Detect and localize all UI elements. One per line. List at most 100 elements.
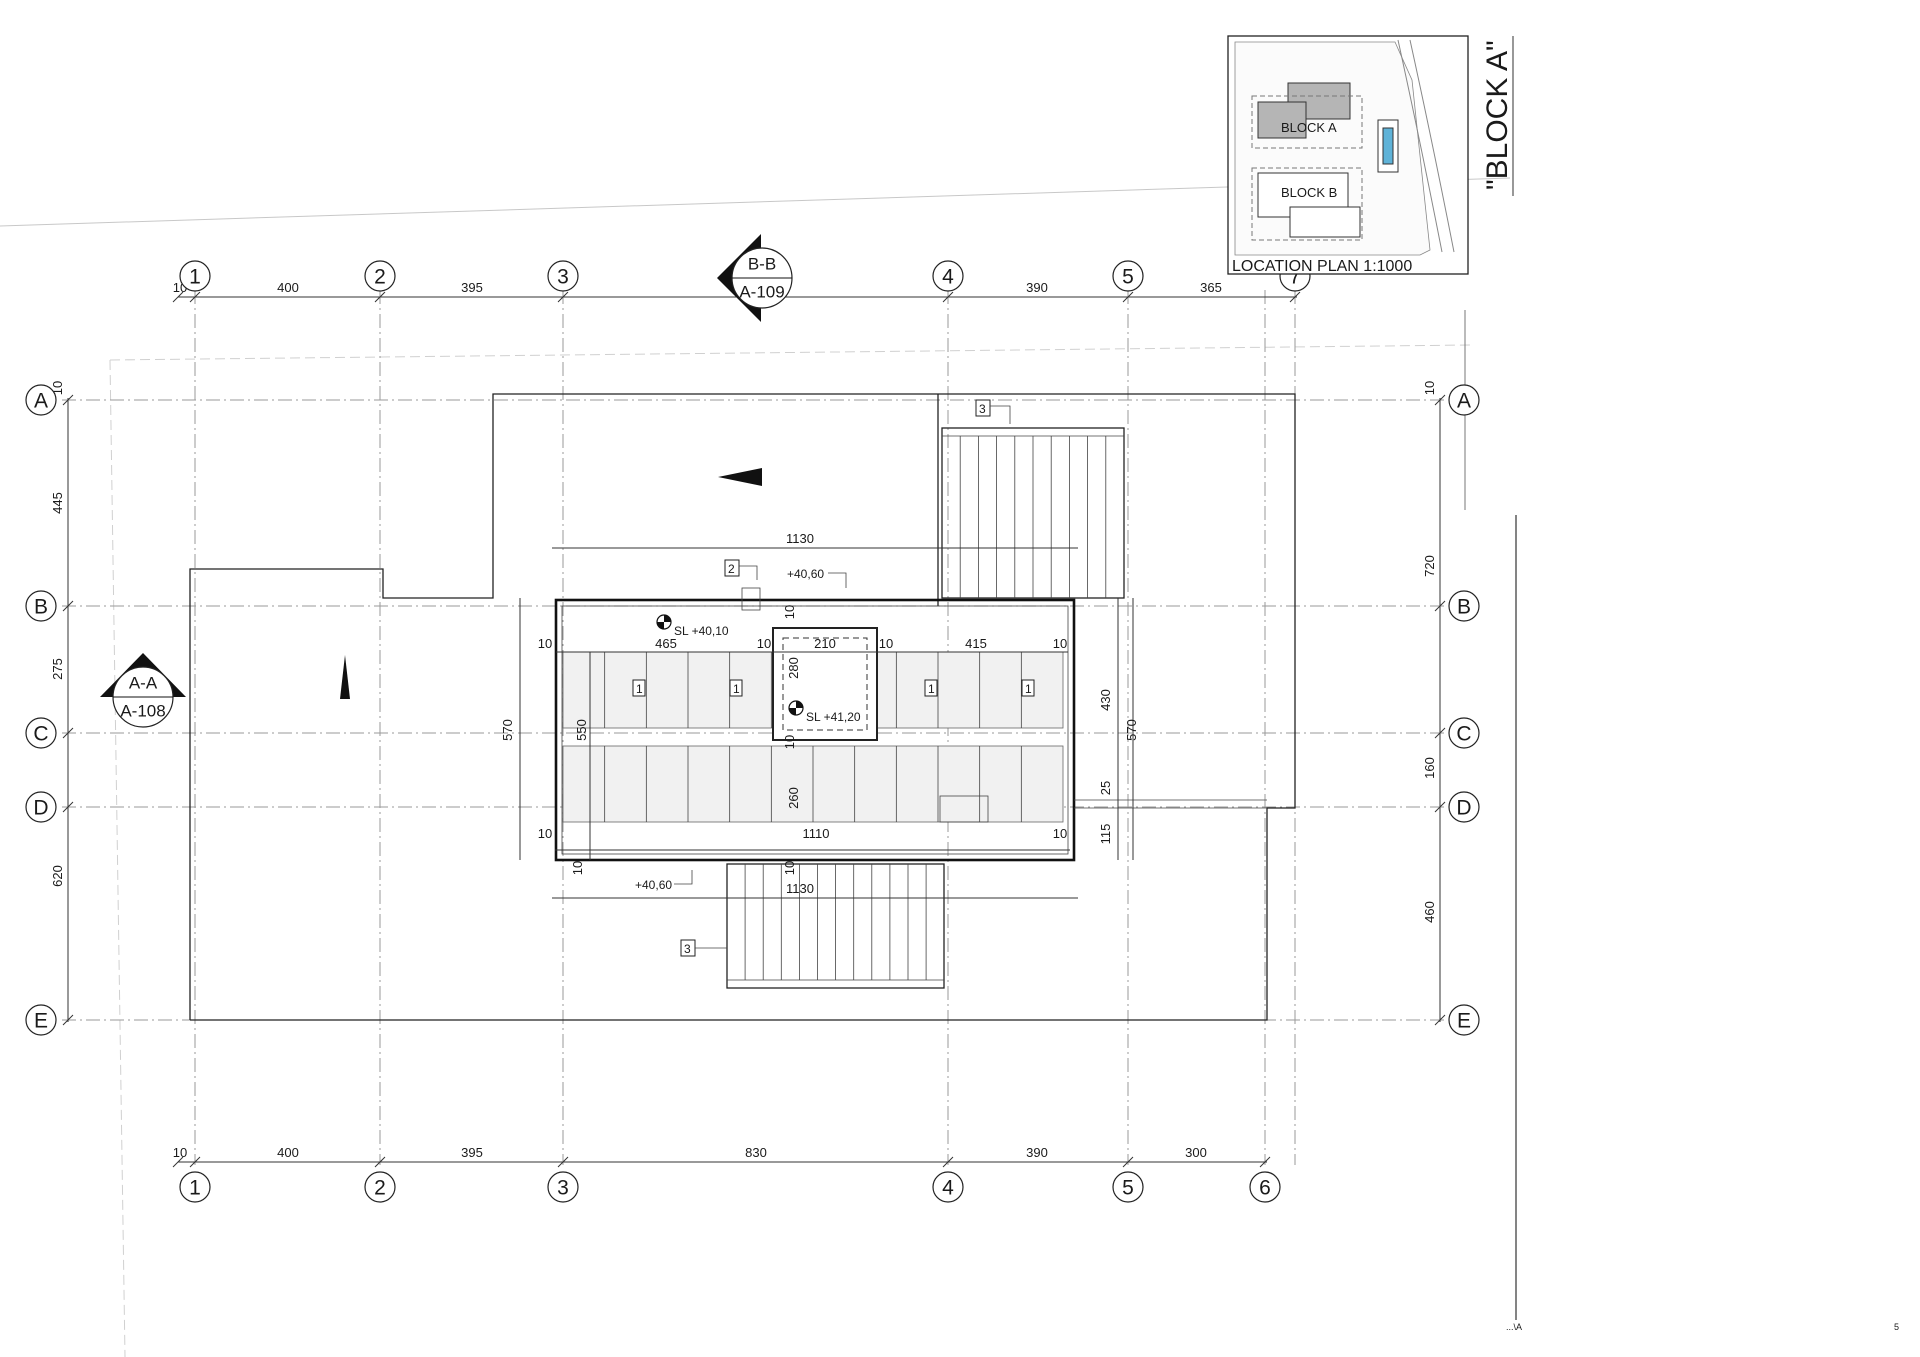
grid-bubble-bottom-1: 1 [179, 1171, 211, 1203]
grid-bubble-top-3: 3 [547, 260, 579, 292]
svg-text:D: D [33, 797, 48, 820]
section-mark-aa: A-A A-108 [100, 653, 186, 728]
svg-text:1: 1 [733, 682, 740, 696]
dim-1130-bottom: 1130 [786, 881, 814, 896]
level-top: +40,60 [787, 567, 824, 581]
dim-465: 465 [655, 636, 677, 651]
stair-bottom [726, 863, 945, 989]
dim-430: 430 [1098, 689, 1113, 711]
grid-bubble-bottom-2: 2 [364, 1171, 396, 1203]
dim-25: 25 [1098, 781, 1113, 795]
dim-left-2: 275 [50, 658, 65, 680]
grid-bubble-right-A: A [1448, 384, 1480, 416]
dim-10-j: 10 [782, 861, 797, 875]
spot-level-marker-1: SL +40,10 [656, 614, 729, 638]
grid-bubble-left-C: C [25, 717, 57, 749]
panel-tag-1-0: 1 [632, 679, 646, 697]
grid-bubble-right-C: C [1448, 717, 1480, 749]
svg-text:D: D [1456, 797, 1471, 820]
location-block-b: BLOCK B [1281, 185, 1337, 200]
dim-10-b: 10 [757, 636, 771, 651]
section-mark-bb: B-B A-109 [717, 234, 793, 322]
direction-arrows [340, 468, 762, 699]
section-aa-ref: A-108 [120, 702, 165, 721]
dim-top-1: 400 [277, 280, 299, 295]
roof-dimension-texts: 1130 1130 1110 465 415 210 10 10 10 10 1… [500, 531, 1139, 896]
dim-right-0: 10 [1422, 381, 1437, 395]
grid-bubble-left-D: D [25, 791, 57, 823]
dim-bottom-2: 395 [461, 1145, 483, 1160]
dim-10-c: 10 [879, 636, 893, 651]
dim-210: 210 [814, 636, 836, 651]
section-bb-name: B-B [748, 255, 776, 274]
dim-415: 415 [965, 636, 987, 651]
dim-right-3: 460 [1422, 901, 1437, 923]
panel-tags: 1 1 1 1 [632, 679, 1035, 697]
dim-top-3: 390 [1026, 280, 1048, 295]
svg-text:E: E [1457, 1010, 1471, 1033]
svg-text:E: E [34, 1010, 48, 1033]
svg-text:1: 1 [636, 682, 643, 696]
svg-text:5: 5 [1122, 1177, 1134, 1200]
svg-text:1: 1 [189, 1177, 201, 1200]
svg-text:2: 2 [374, 1177, 386, 1200]
dim-bottom-4: 390 [1026, 1145, 1048, 1160]
grid-bubble-top-1: 1 [179, 260, 211, 292]
panel-tag-1-3: 1 [1021, 679, 1035, 697]
level-bottom: +40,60 [635, 878, 672, 892]
dim-1110: 1110 [803, 826, 830, 841]
dim-right-1: 720 [1422, 555, 1437, 577]
grid-bubble-top-5: 5 [1112, 260, 1144, 292]
footer-right: 5 [1894, 1322, 1899, 1332]
panel-tag-1-1: 1 [729, 679, 743, 697]
panel-tag-1-2: 1 [924, 679, 938, 697]
svg-text:6: 6 [1259, 1177, 1271, 1200]
dim-10-i: 10 [570, 861, 585, 875]
sl-label-2: SL +41,20 [806, 710, 861, 724]
dim-10-a: 10 [538, 636, 552, 651]
svg-text:2: 2 [374, 266, 386, 289]
dim-260: 260 [786, 787, 801, 809]
dim-10-h: 10 [782, 735, 797, 749]
svg-text:3: 3 [979, 402, 986, 416]
svg-text:5: 5 [1122, 266, 1134, 289]
dim-1130-top: 1130 [786, 531, 814, 546]
grid-bubble-bottom-5: 5 [1112, 1171, 1144, 1203]
svg-text:C: C [33, 723, 48, 746]
dim-left-1: 445 [50, 492, 65, 514]
dim-bottom-5: 300 [1185, 1145, 1207, 1160]
grid-bubble-right-D: D [1448, 791, 1480, 823]
dim-left-3: 620 [50, 865, 65, 887]
dim-top-4: 365 [1200, 280, 1222, 295]
level-annotations: +40,60 +40,60 SL +40,10 SL +41,20 2 3 3 [632, 399, 1035, 957]
location-plan-title: LOCATION PLAN 1:1000 [1232, 258, 1412, 275]
dim-115: 115 [1098, 824, 1113, 845]
svg-text:4: 4 [942, 266, 954, 289]
svg-text:A: A [1457, 390, 1471, 413]
footer-left: ...\A [1506, 1322, 1522, 1332]
tag-3-bottom: 3 [680, 939, 727, 957]
svg-text:1: 1 [189, 266, 201, 289]
dim-550: 550 [574, 719, 589, 741]
section-aa-name: A-A [129, 674, 158, 693]
stair-top [941, 427, 1125, 599]
svg-text:C: C [1456, 723, 1471, 746]
grid-bubble-bottom-4: 4 [932, 1171, 964, 1203]
grid-bubble-top-2: 2 [364, 260, 396, 292]
grid-bubble-left-A: A [25, 384, 57, 416]
dim-10-g: 10 [782, 605, 797, 619]
grid-bubble-bottom-6: 6 [1249, 1171, 1281, 1203]
section-bb-ref: A-109 [739, 283, 784, 302]
svg-text:3: 3 [557, 266, 569, 289]
svg-text:2: 2 [728, 562, 735, 576]
grid-bubble-top-4: 4 [932, 260, 964, 292]
dim-10-f: 10 [1053, 826, 1067, 841]
dim-570-right: 570 [1124, 719, 1139, 741]
svg-text:B: B [34, 596, 48, 619]
dim-right-2: 160 [1422, 757, 1437, 779]
grid-bubble-bottom-3: 3 [547, 1171, 579, 1203]
svg-text:7: 7 [1289, 266, 1301, 289]
grid-bubble-right-B: B [1448, 590, 1480, 622]
